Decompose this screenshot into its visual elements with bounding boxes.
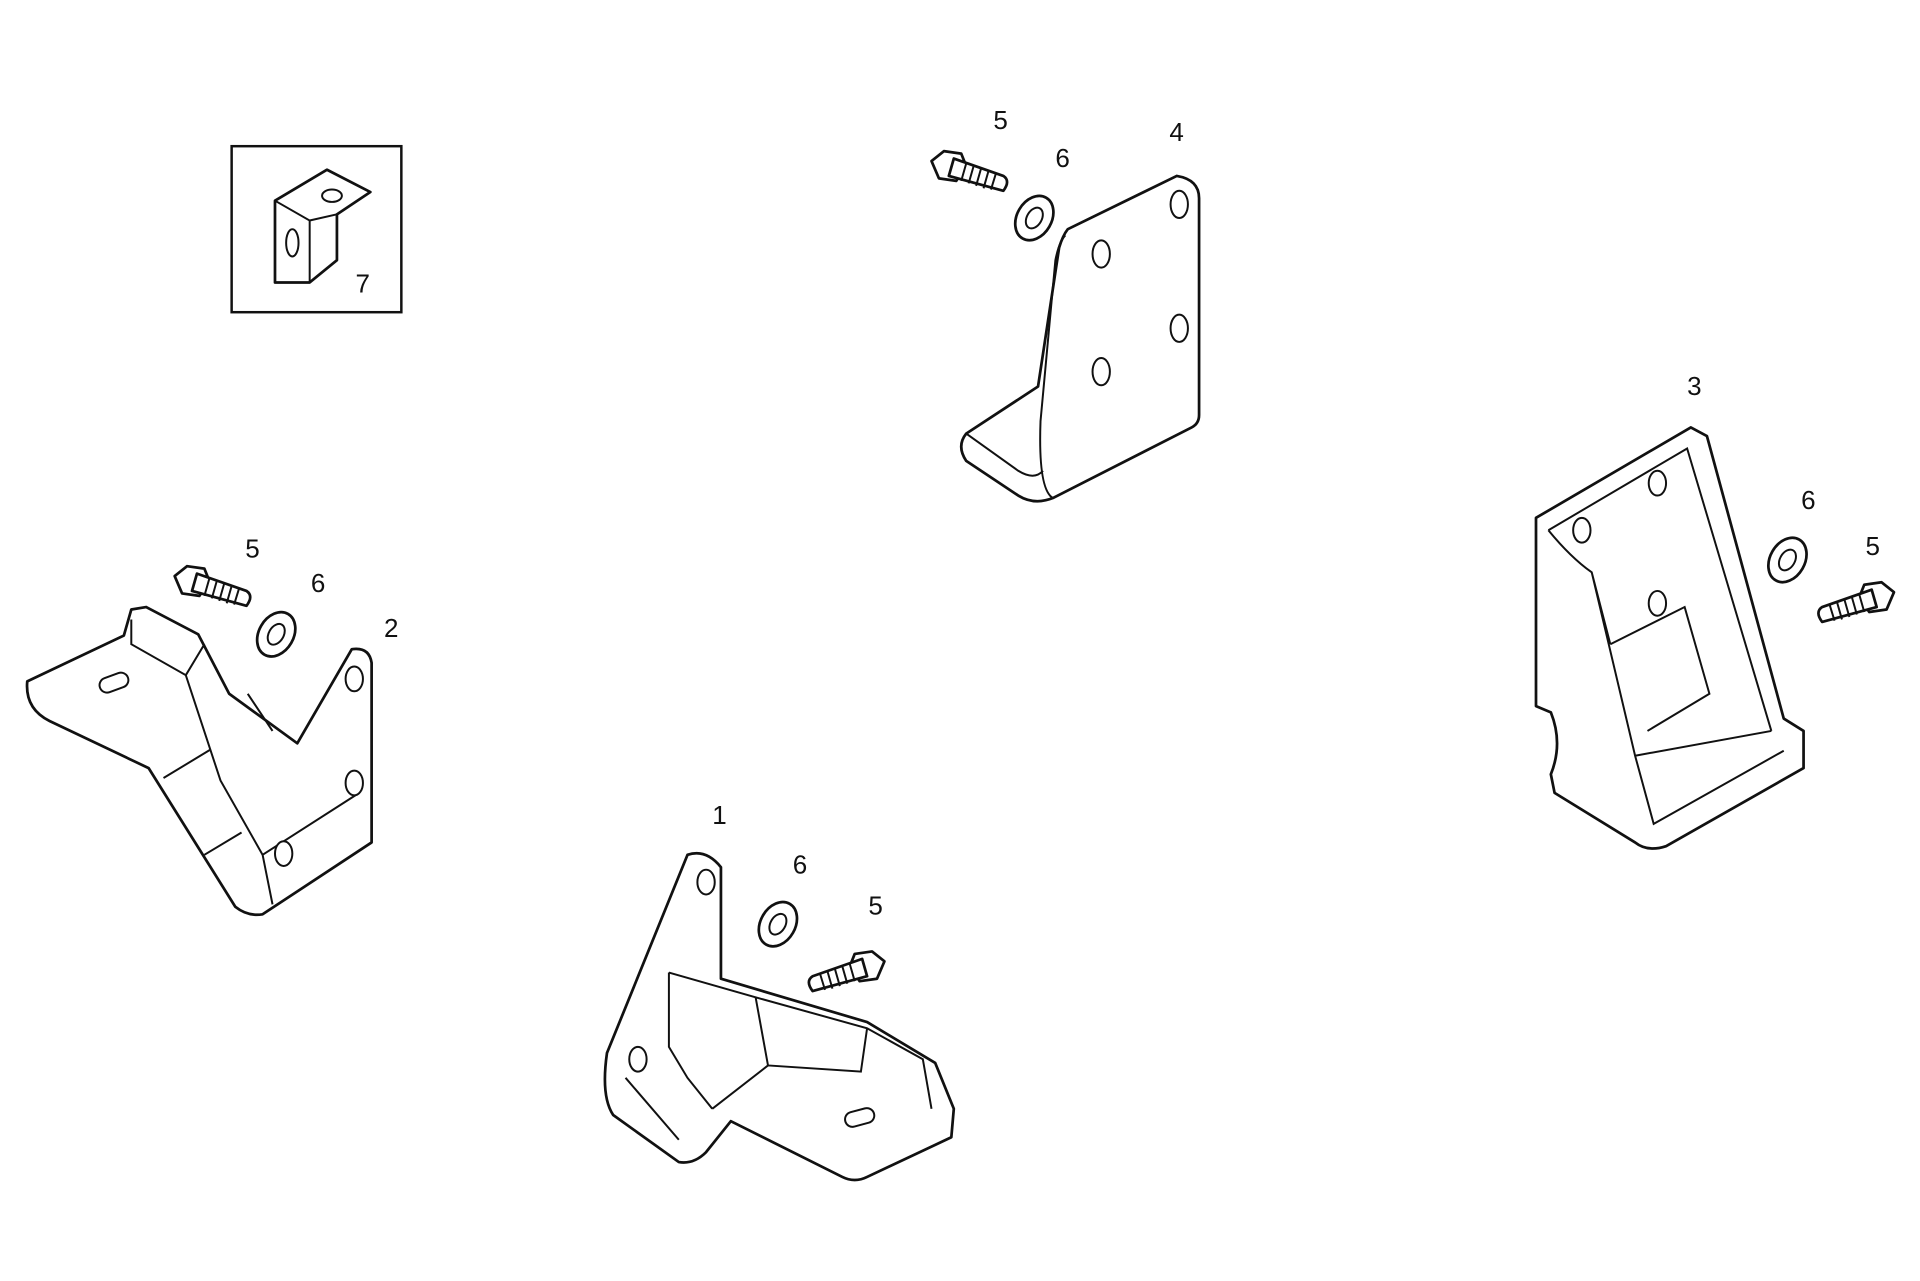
callout-6-left: 6	[311, 568, 325, 598]
part-2-bracket: 5 6 2	[25, 533, 398, 917]
callout-1: 1	[712, 800, 726, 830]
callout-2: 2	[384, 613, 398, 643]
callout-6-bottom: 6	[793, 849, 807, 879]
part-7-inset: 7	[230, 144, 403, 314]
callout-5-left: 5	[245, 533, 259, 563]
callout-3: 3	[1687, 371, 1701, 401]
part-4-bracket: 5 6 4	[930, 105, 1201, 503]
callout-6-right: 6	[1801, 485, 1815, 515]
part-1-bracket: 1 6 5	[603, 800, 956, 1182]
callout-5-bottom: 5	[868, 890, 882, 920]
callout-5-top: 5	[993, 105, 1007, 135]
callout-5-right: 5	[1865, 531, 1879, 561]
callout-6-top: 6	[1055, 143, 1069, 173]
part-3-bracket: 3 6 5	[1534, 371, 1896, 850]
callout-4: 4	[1169, 117, 1183, 147]
callout-7: 7	[356, 268, 370, 298]
